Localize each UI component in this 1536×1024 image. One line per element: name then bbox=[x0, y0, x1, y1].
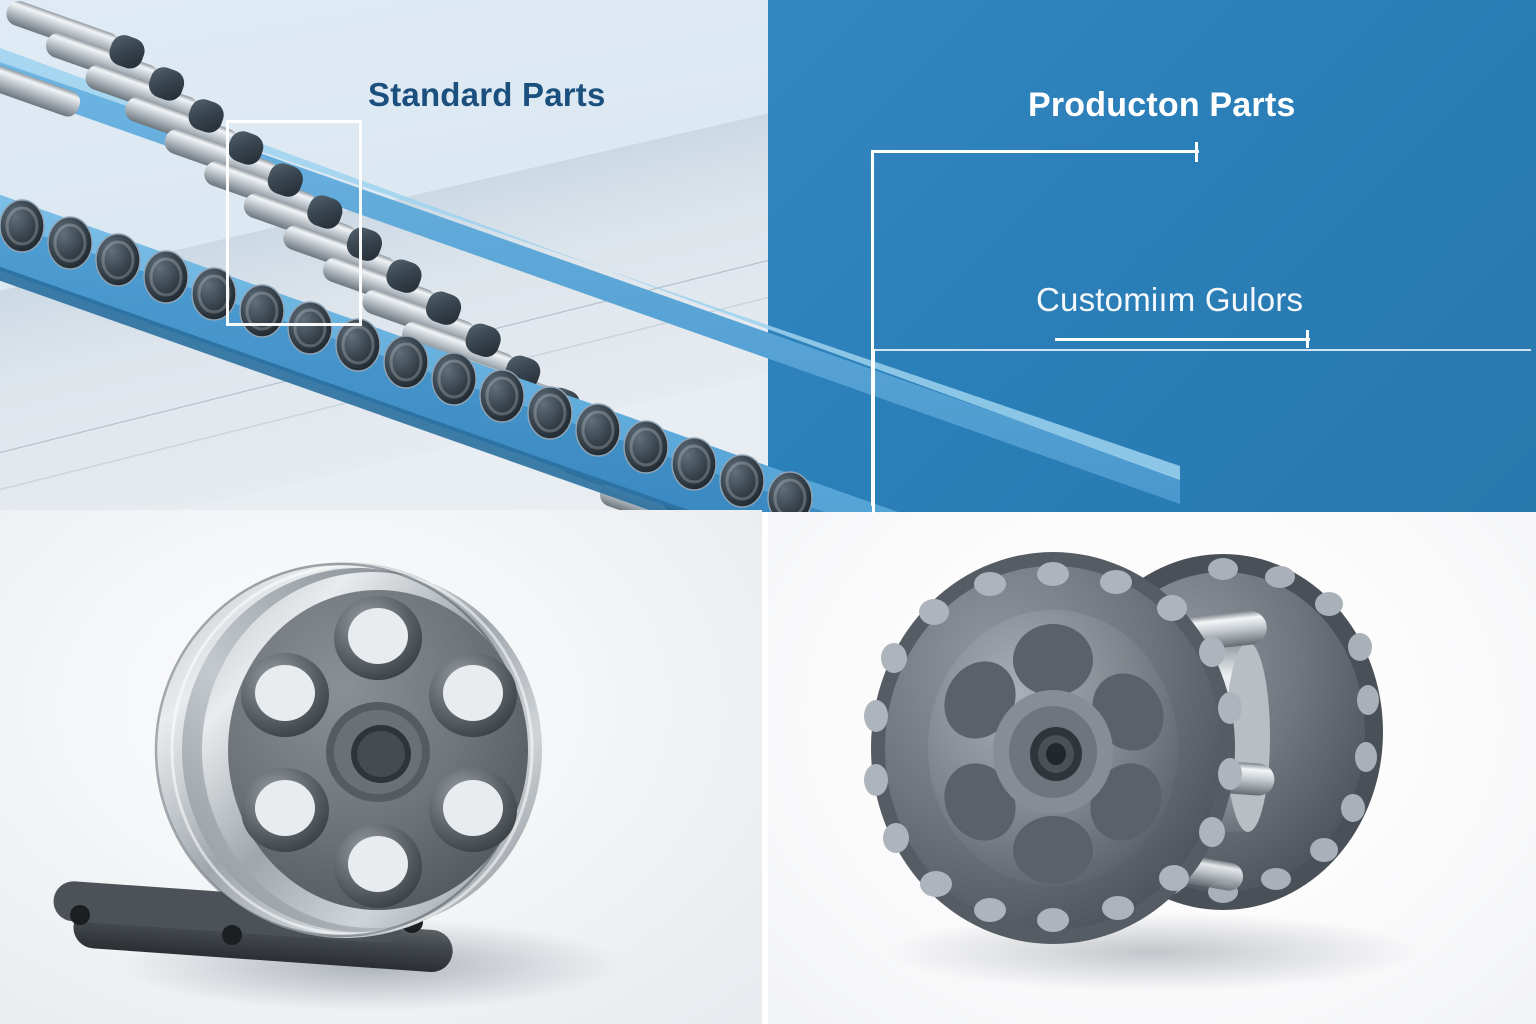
production-bracket-horizontal bbox=[871, 150, 1199, 153]
panel-top-right-production-parts bbox=[768, 0, 1536, 512]
custom-colors-underline bbox=[1055, 338, 1310, 341]
label-standard-parts: Standard Parts bbox=[368, 76, 606, 113]
pulley-wheel-illustration bbox=[53, 562, 620, 1011]
production-bracket-end-tick bbox=[1195, 142, 1198, 162]
label-custom-colors: Customiım Gulors bbox=[1036, 281, 1304, 318]
standard-parts-callout-box-right-edge bbox=[359, 120, 362, 326]
panel-bottom-right-roller-cage bbox=[768, 512, 1536, 1024]
roller-cage-assembly-illustration bbox=[864, 552, 1418, 992]
bracket-connector-vertical bbox=[872, 349, 875, 514]
panel-bottom-left-pulley-wheel bbox=[0, 510, 762, 1024]
panel-split-horizontal-rule bbox=[871, 349, 1531, 351]
custom-colors-end-tick bbox=[1306, 330, 1309, 348]
standard-parts-callout-box bbox=[226, 120, 362, 326]
production-bracket-vertical bbox=[871, 150, 874, 506]
label-production-parts: Producton Parts bbox=[1028, 86, 1296, 124]
